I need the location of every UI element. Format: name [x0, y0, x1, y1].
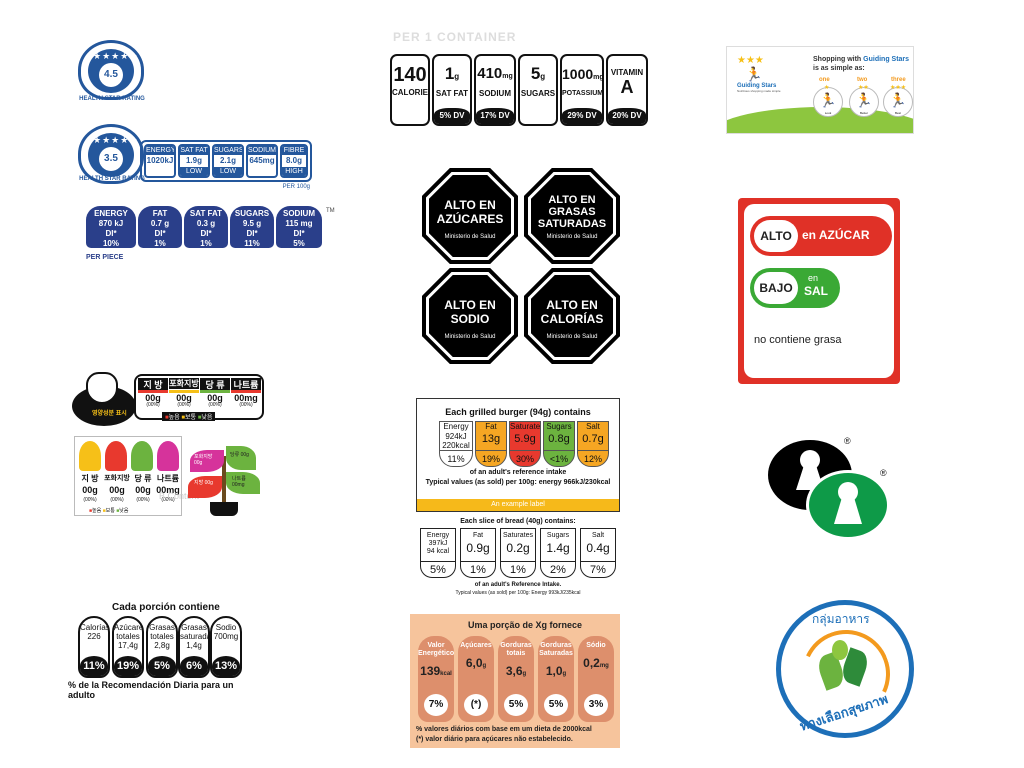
latam-item: Grasas saturadas1,4g6% [178, 616, 210, 678]
watermark: B.Content [159, 491, 200, 501]
brazil-title: Uma porção de Xg fornece [468, 620, 583, 630]
brazil-foot1: % valores diários com base em um dieta d… [416, 726, 592, 733]
per-piece-label: PER PIECE [86, 254, 124, 261]
star-icon: ★★★★★ [93, 51, 139, 61]
star-icon: ★★★★★ [93, 135, 139, 145]
latam-footer: % de la Recomendación Diaria para un adu… [68, 680, 234, 700]
bajo-sal-bar: BAJO en SAL [750, 268, 840, 308]
hsr-rating-number: 4.5 [99, 63, 123, 87]
thai-healthier-choice-logo: กลุ่มอาหาร ทางเลือกสุขภาพ [776, 600, 914, 738]
uk-tl-ri: of an adult's reference intake [469, 469, 567, 476]
person-icon [131, 441, 153, 471]
trademark: TM [326, 208, 335, 214]
uk-tl-banner: An example label [417, 499, 619, 511]
korean-people-label: 지 방 포화지방 당 류 나트륨 00g 00g 00g 00mg (00%) … [74, 436, 199, 516]
leaf-icon [832, 640, 848, 660]
person-icon [79, 441, 101, 471]
uk-mono-label: Each slice of bread (40g) contains: Ener… [416, 512, 620, 600]
brazil-foot2: (*) valor diário para açúcares não estab… [416, 736, 573, 743]
hsr-seal-4-5: ★★★★★ 4.5 HEALTH STAR RATING [74, 40, 150, 112]
uk-traffic-light-label: Each grilled burger (94g) contains Energ… [416, 398, 620, 512]
hsr-rating-number: 3.5 [99, 147, 123, 171]
runner-two-star: ★★🏃Better [849, 85, 879, 117]
hsr-rating-label: HEALTH STAR RATING [79, 96, 145, 102]
thai-top-text: กลุ่มอาหาร [812, 612, 870, 626]
korean-hand-label: 영양성분 표시 지 방 포화지방 당 류 나트륨 00g 00g 00g 00m… [72, 372, 264, 428]
leaf-icon [226, 472, 260, 494]
leaf-icon [226, 446, 256, 470]
latam-title: Cada porción contiene [112, 602, 220, 613]
stem [222, 456, 226, 512]
uk-tl-title: Each grilled burger (94g) contains [445, 407, 591, 417]
runner-icon: 🏃 [745, 66, 763, 82]
hsr-seal-3-5: ★★★★★ 3.5 HEALTH STAR RATING [74, 124, 150, 196]
korean-leaf-label: 당류 00g 포화지방 00g 지방 00g 나트륨 00mg [186, 446, 268, 516]
pot [210, 502, 238, 516]
guiding-stars-logo: ★★★ 🏃 Guiding Stars Nutritious shopping … [737, 55, 797, 93]
hsr-per-100g: PER 100g [282, 184, 310, 190]
star-icon: ★★★ [737, 55, 764, 66]
alto-azucar-bar: ALTO en AZÚCAR [750, 216, 892, 256]
hand-glove [86, 372, 118, 404]
person-icon [157, 441, 179, 471]
guiding-stars-headline: Shopping with Guiding Stars is as simple… [813, 56, 910, 72]
runner-one-star: ★🏃Look [813, 85, 843, 117]
uk-mono-typical: Typical values (as sold) per 100g: Energ… [455, 590, 581, 596]
ecuador-label: ALTO en AZÚCAR BAJO en SAL no contiene g… [738, 198, 900, 384]
no-contiene-grasa: no contiene grasa [754, 334, 842, 346]
us-fop-heading: PER 1 CONTAINER [393, 30, 517, 44]
leaf-icon [188, 476, 222, 498]
brazil-label: Uma porção de Xg fornece Valor Energétic… [410, 614, 620, 748]
hsr-rating-label: HEALTH STAR RATING [79, 176, 145, 182]
guiding-stars-panel: ★★★ 🏃 Guiding Stars Nutritious shopping … [726, 46, 914, 134]
person-icon [105, 441, 127, 471]
runner-three-star: ★★★🏃Best [883, 85, 913, 117]
uk-mono-ri: of an adult's Reference Intake. [474, 582, 562, 588]
keyhole-logo: ® ® [766, 436, 896, 542]
uk-tl-typical: Typical values (as sold) per 100g: energ… [425, 479, 611, 486]
leaf-icon [190, 450, 224, 472]
uk-mono-title: Each slice of bread (40g) contains: [460, 518, 576, 525]
